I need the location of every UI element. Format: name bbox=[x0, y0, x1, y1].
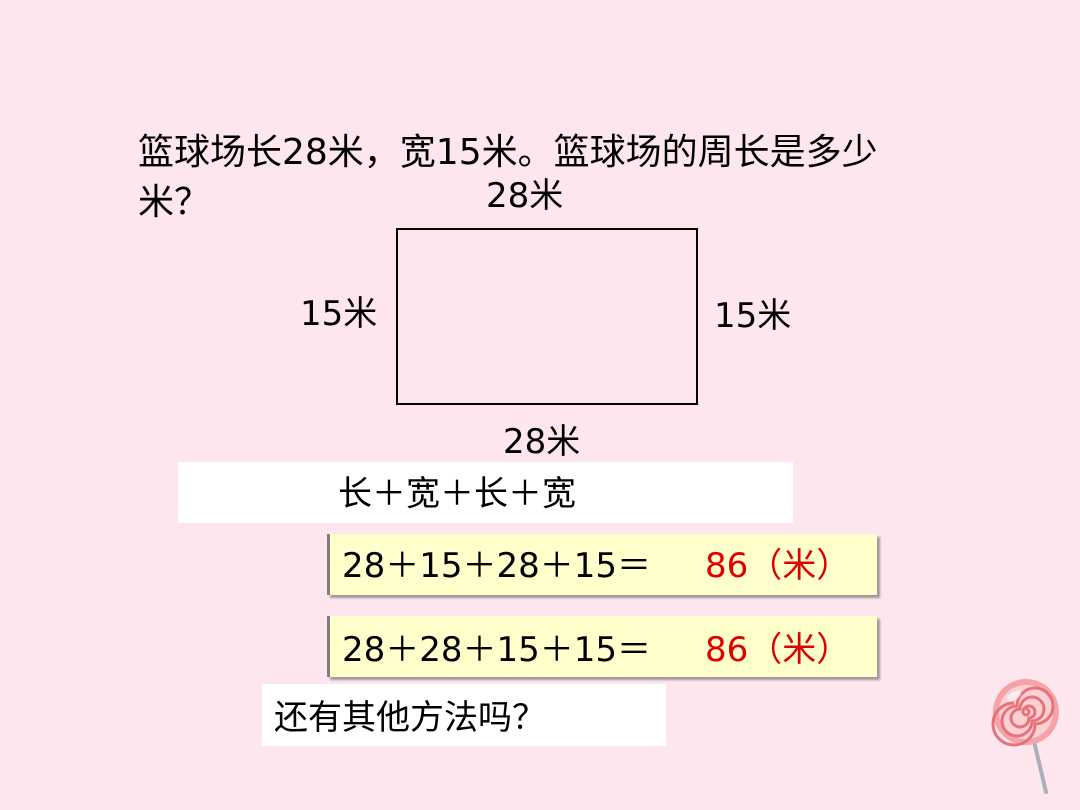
equation-2-expression: 28＋28＋15＋15＝ bbox=[342, 630, 652, 670]
question-line-1: 篮球场长28米，宽15米。篮球场的周长是多少 bbox=[138, 132, 878, 173]
word-formula: 长＋宽＋长＋宽 bbox=[338, 474, 576, 514]
equation-1-answer: 86（米） bbox=[705, 546, 851, 586]
word-formula-box: 长＋宽＋长＋宽 bbox=[178, 462, 793, 523]
bottom-length-label: 28米 bbox=[503, 422, 581, 462]
top-length-label: 28米 bbox=[486, 176, 564, 216]
right-width-label: 15米 bbox=[714, 296, 792, 336]
question-line-2: 米？ bbox=[138, 182, 211, 223]
equation-1-box: 28＋15＋28＋15＝ 86（米） bbox=[327, 534, 877, 595]
court-rectangle bbox=[396, 228, 698, 405]
equation-1-expression: 28＋15＋28＋15＝ bbox=[342, 546, 652, 586]
lollipop-icon bbox=[991, 679, 1059, 794]
prompt-text: 还有其他方法吗？ bbox=[274, 698, 546, 738]
left-width-label: 15米 bbox=[300, 294, 378, 334]
equation-2-box: 28＋28＋15＋15＝ 86（米） bbox=[327, 616, 877, 677]
question-text: 篮球场长28米，宽15米。篮球场的周长是多少 米？ bbox=[138, 128, 1018, 228]
prompt-box: 还有其他方法吗？ bbox=[262, 684, 666, 746]
equation-2-answer: 86（米） bbox=[705, 630, 851, 670]
